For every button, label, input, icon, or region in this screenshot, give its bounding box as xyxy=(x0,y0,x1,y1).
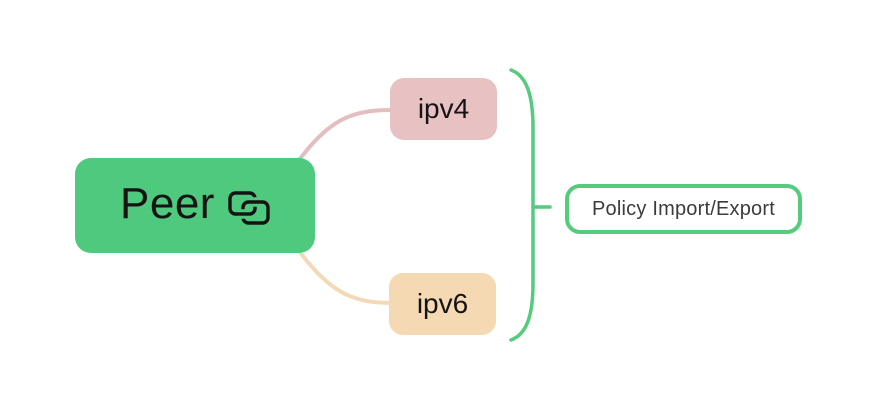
node-policy-import-export[interactable]: Policy Import/Export xyxy=(565,184,802,234)
node-peer[interactable]: Peer xyxy=(75,158,315,253)
summary-bracket xyxy=(509,68,535,342)
node-peer-label: Peer xyxy=(120,178,215,228)
connector-peer-ipv4 xyxy=(294,108,395,166)
node-ipv6-label: ipv6 xyxy=(416,288,469,319)
node-policy-import-export-label: Policy Import/Export xyxy=(592,197,775,220)
node-ipv6[interactable]: ipv6 xyxy=(389,273,496,335)
interlocked-squares-icon[interactable] xyxy=(228,190,270,225)
node-ipv4-label: ipv4 xyxy=(417,93,470,124)
connector-peer-ipv6 xyxy=(294,245,395,305)
node-ipv4[interactable]: ipv4 xyxy=(390,78,497,140)
